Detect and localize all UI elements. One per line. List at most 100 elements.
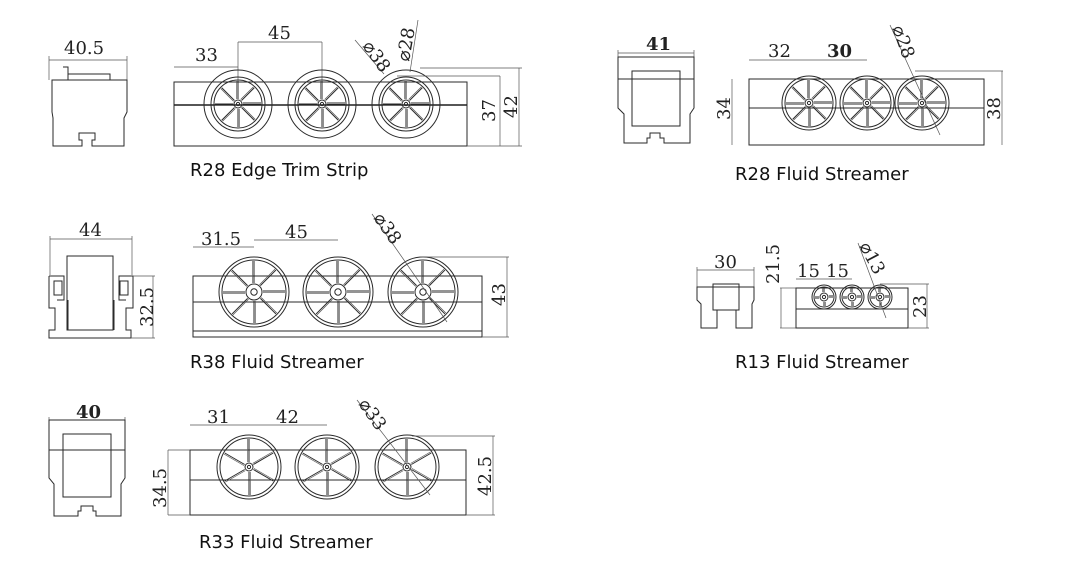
wheel-spoke-edge (428, 268, 445, 285)
wheel-spoke (253, 452, 274, 465)
dim-outer-diameter: ⌀38 (358, 37, 395, 77)
wheel-ring (841, 286, 863, 308)
profile-core (62, 433, 112, 498)
wheel-rim (287, 69, 357, 139)
wheel-rim (371, 69, 441, 139)
wheel-spoke-edge (316, 299, 333, 316)
caption: R33 Fluid Streamer (199, 532, 373, 553)
dim-body-height: 21.5 (763, 244, 784, 284)
wheel (203, 69, 273, 139)
wheel-spoke-edge (791, 87, 805, 101)
wheel-spoke-edge (906, 107, 920, 121)
wheel-spoke (382, 469, 403, 482)
wheel-spoke (389, 87, 403, 101)
wheel-spoke (411, 452, 432, 465)
wheel (867, 284, 893, 310)
wheel-spoke-edge (871, 105, 885, 119)
dim-overall-height: 43 (489, 283, 510, 306)
wheel-spoke-edge (232, 299, 249, 316)
wheel-axle (250, 288, 258, 296)
wheel-spoke-edge (330, 451, 351, 464)
wheel-spoke (315, 269, 332, 286)
drawing-r13-fluid-streamer: 30 21.5 15 15 ⌀13 23 R13 Fluid Streamer (696, 238, 931, 373)
wheel-spoke (905, 86, 919, 100)
wheel-ring (210, 76, 266, 132)
dim-pitch: 30 (827, 41, 852, 62)
wheel (371, 69, 441, 139)
caption: R13 Fluid Streamer (735, 352, 909, 373)
drawing-r28-fluid-streamer: 41 32 30 ⌀28 34 38 R28 Fluid Streamer (617, 23, 1005, 185)
wheel-hub (317, 99, 327, 109)
wheel-spoke-edge (851, 107, 865, 121)
wheel (839, 284, 865, 310)
dim-first-pitch: 32 (768, 41, 791, 62)
wheel-spoke-edge (223, 453, 245, 466)
wheel-spoke (382, 452, 403, 465)
wheel-group (781, 75, 950, 131)
wheel-spoke (870, 106, 884, 120)
wheel-spoke (409, 107, 423, 121)
wheel-spoke (792, 86, 806, 100)
wheel-spoke (812, 106, 826, 120)
wheel (387, 256, 459, 328)
wheel-hub (862, 98, 872, 108)
wheel-spoke (231, 269, 248, 286)
wheel-spoke-edge (410, 451, 431, 464)
profile-outline (48, 419, 126, 517)
wheel-hub (233, 99, 243, 109)
dim-first-pitch: 31 (207, 407, 230, 428)
wheel-spoke (411, 469, 432, 482)
wheel-spoke-edge (924, 85, 938, 99)
side-profile: 30 (696, 252, 755, 329)
wheel-spoke-edge (793, 107, 807, 121)
wheel-spoke-edge (326, 106, 340, 120)
wheel-axle (334, 288, 342, 296)
dim-body-height: 34.5 (150, 468, 171, 508)
wheel-spoke (409, 87, 423, 101)
wheel-spoke (812, 86, 826, 100)
wheel-spoke-edge (430, 297, 447, 314)
wheel-axle (806, 100, 812, 106)
wheel-spoke-edge (410, 106, 424, 120)
wheel-rim (811, 284, 837, 310)
wheel-spoke-edge (314, 270, 331, 287)
dim-overall-height: 42.5 (475, 456, 496, 496)
wheel-spoke (315, 298, 332, 315)
wheel-spoke (325, 87, 339, 101)
wheel-hub (244, 462, 254, 472)
side-profile: 41 (617, 34, 695, 144)
wheel-rim (302, 256, 374, 328)
wheel-spoke-edge (390, 108, 404, 122)
dim-side-width: 40.5 (64, 38, 104, 59)
profile-outline (617, 56, 695, 144)
wheel-spoke-edge (220, 88, 234, 102)
profile-core (631, 70, 681, 127)
wheel (294, 434, 360, 500)
wheel-spoke-edge (222, 108, 236, 122)
dim-wheel-diameter: ⌀38 (369, 209, 406, 249)
wheel-axle (821, 294, 827, 300)
side-profile: 44 32.5 (48, 220, 158, 339)
wheel-spoke (305, 107, 319, 121)
wheel-spoke (429, 298, 446, 315)
bearing-right (119, 280, 129, 296)
wheel-axle (864, 100, 870, 106)
wheel-spoke-edge (383, 470, 404, 483)
wheel-spoke-edge (261, 297, 278, 314)
wheel-rim (867, 284, 893, 310)
bearing-left (53, 280, 63, 296)
dim-first-pitch: 15 (797, 261, 820, 282)
drawing-r28-edge-trim-strip: 40.5 33 45 ⌀38 ⌀28 37 4 (48, 19, 522, 181)
wheel-rim (203, 69, 273, 139)
wheel-spoke (344, 298, 361, 315)
wheel-spoke (331, 452, 352, 465)
wheel-hub (329, 283, 347, 301)
leader-wheel-diameter (857, 242, 887, 319)
dim-wheel-diameter: ⌀28 (393, 26, 420, 63)
dim-body-height: 37 (479, 99, 500, 122)
wheel-group (811, 284, 893, 310)
wheel-spoke-edge (811, 85, 825, 99)
wheel-spoke (850, 86, 864, 100)
wheel-spoke (925, 86, 939, 100)
